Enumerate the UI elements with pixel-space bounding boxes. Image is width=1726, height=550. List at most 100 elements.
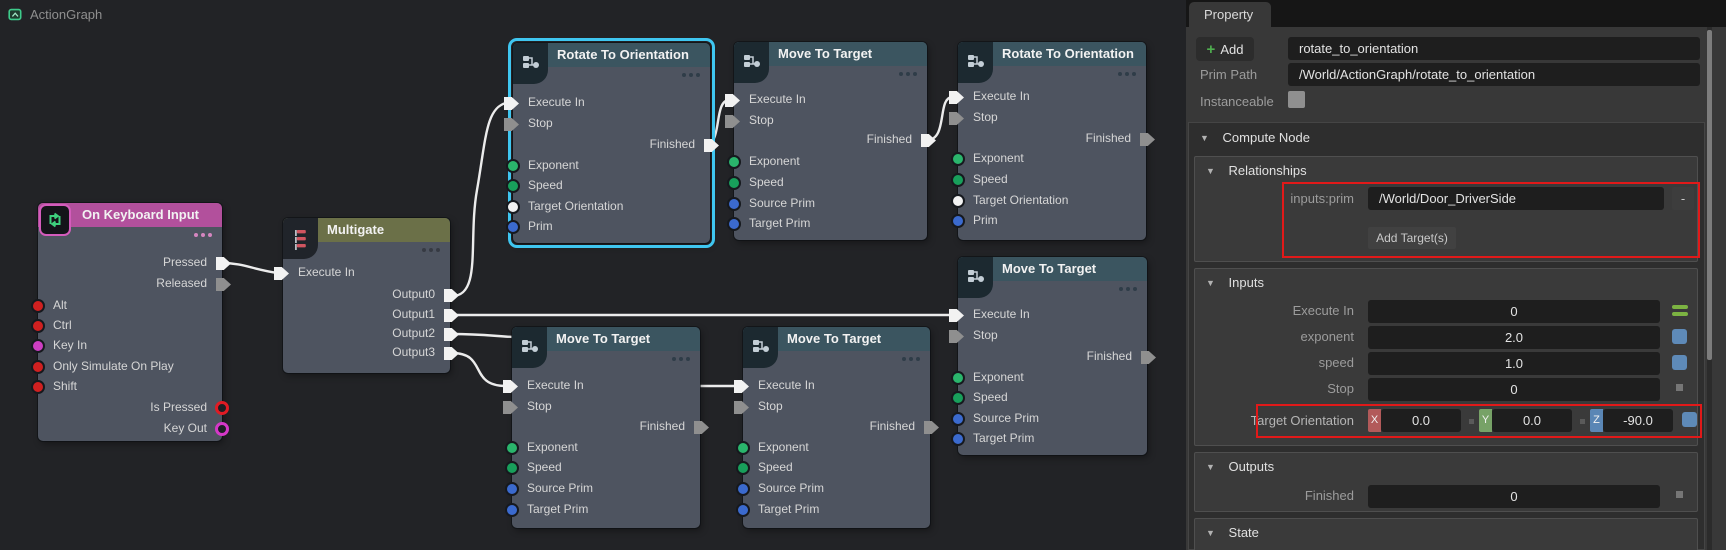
node-menu-dots[interactable] [902, 357, 920, 361]
port-target-prim[interactable] [736, 503, 750, 517]
port-exponent[interactable] [505, 441, 519, 455]
port-prim[interactable] [951, 214, 965, 228]
exponent-field[interactable] [1368, 326, 1660, 349]
prim-name-field[interactable] [1288, 37, 1700, 60]
target-orientation-z-field[interactable] [1603, 409, 1673, 432]
port-source-prim[interactable] [727, 197, 741, 211]
port-ctrl[interactable] [31, 319, 45, 333]
speed-field[interactable] [1368, 352, 1660, 375]
port-speed[interactable] [736, 461, 750, 475]
section-inputs[interactable]: ▼ Inputs [1206, 275, 1264, 290]
finished-field[interactable] [1368, 485, 1660, 508]
port-exponent[interactable] [951, 152, 965, 166]
port-prim[interactable] [506, 220, 520, 234]
port-exponent[interactable] [727, 155, 741, 169]
section-compute-node[interactable]: ▼ Compute Node [1200, 130, 1310, 145]
port-output3[interactable] [444, 347, 459, 360]
wire[interactable] [450, 101, 508, 298]
port-execute-in[interactable] [274, 267, 289, 280]
port-output1[interactable] [444, 309, 459, 322]
node-menu-dots[interactable] [672, 357, 690, 361]
section-outputs[interactable]: ▼ Outputs [1206, 459, 1274, 474]
port-speed[interactable] [506, 179, 520, 193]
port-finished[interactable] [694, 421, 709, 434]
port-finished[interactable] [921, 134, 936, 147]
port-target-prim[interactable] [505, 503, 519, 517]
wire[interactable] [925, 95, 954, 142]
port-execute-in[interactable] [949, 309, 964, 322]
panel-scrollbar-thumb[interactable] [1707, 30, 1712, 360]
target-orientation-y-field[interactable] [1492, 409, 1572, 432]
port-shift[interactable] [31, 380, 45, 394]
port-exponent[interactable] [506, 159, 520, 173]
port-output2[interactable] [444, 328, 459, 341]
port-source-prim[interactable] [736, 482, 750, 496]
port-stop[interactable] [503, 401, 518, 414]
section-relationships[interactable]: ▼ Relationships [1206, 163, 1307, 178]
port-exponent[interactable] [951, 371, 965, 385]
stop-field[interactable] [1368, 378, 1660, 401]
wire[interactable] [220, 261, 280, 275]
section-state[interactable]: ▼ State [1206, 525, 1259, 540]
port-finished[interactable] [1140, 133, 1155, 146]
node-menu-dots[interactable] [422, 248, 440, 252]
port-output0[interactable] [444, 289, 459, 302]
port-execute-in[interactable] [725, 94, 740, 107]
port-execute-in[interactable] [949, 91, 964, 104]
port-released[interactable] [216, 278, 231, 291]
port-execute-in[interactable] [734, 380, 749, 393]
port-target-prim[interactable] [951, 432, 965, 446]
node-menu-dots[interactable] [899, 72, 917, 76]
port-target-orientation[interactable] [506, 200, 520, 214]
port-source-prim[interactable] [505, 482, 519, 496]
port-finished[interactable] [1141, 351, 1156, 364]
port-speed[interactable] [951, 173, 965, 187]
add-targets-button[interactable]: Add Target(s) [1368, 227, 1456, 249]
wire[interactable] [450, 351, 508, 388]
port-stop[interactable] [949, 330, 964, 343]
port-target-orientation[interactable] [951, 194, 965, 208]
target-orientation-x-field[interactable] [1381, 409, 1461, 432]
port-only-simulate-on-play[interactable] [31, 360, 45, 374]
execute-in-field[interactable] [1368, 300, 1660, 323]
node-menu-dots[interactable] [194, 233, 212, 237]
tab-property[interactable]: Property [1189, 2, 1271, 27]
port-exponent[interactable] [736, 441, 750, 455]
port-pressed[interactable] [216, 257, 231, 270]
port-is-pressed[interactable] [215, 401, 229, 415]
prim-path-field[interactable] [1288, 63, 1700, 86]
add-button[interactable]: + Add [1196, 37, 1254, 61]
node-menu-dots[interactable] [1118, 72, 1136, 76]
port-source-prim[interactable] [951, 412, 965, 426]
inputs-prim-field[interactable] [1368, 187, 1664, 210]
remove-target-button[interactable]: - [1672, 187, 1694, 210]
port-speed[interactable] [505, 461, 519, 475]
port-key-in[interactable] [31, 339, 45, 353]
node-menu-dots[interactable] [1119, 287, 1137, 291]
port-stop[interactable] [949, 112, 964, 125]
port-stop[interactable] [725, 115, 740, 128]
port-stop[interactable] [504, 118, 519, 131]
port-finished[interactable] [924, 421, 939, 434]
instanceable-checkbox[interactable] [1288, 91, 1305, 108]
port-execute-in[interactable] [503, 380, 518, 393]
port-stop[interactable] [734, 401, 749, 414]
port-speed[interactable] [727, 176, 741, 190]
port-key-out[interactable] [215, 422, 229, 436]
port-target-prim[interactable] [727, 217, 741, 231]
wire[interactable] [450, 332, 515, 339]
port-speed[interactable] [951, 391, 965, 405]
port-finished[interactable] [704, 139, 719, 152]
node-menu-dots[interactable] [682, 73, 700, 77]
port-alt[interactable] [31, 299, 45, 313]
port-execute-in[interactable] [504, 97, 519, 110]
